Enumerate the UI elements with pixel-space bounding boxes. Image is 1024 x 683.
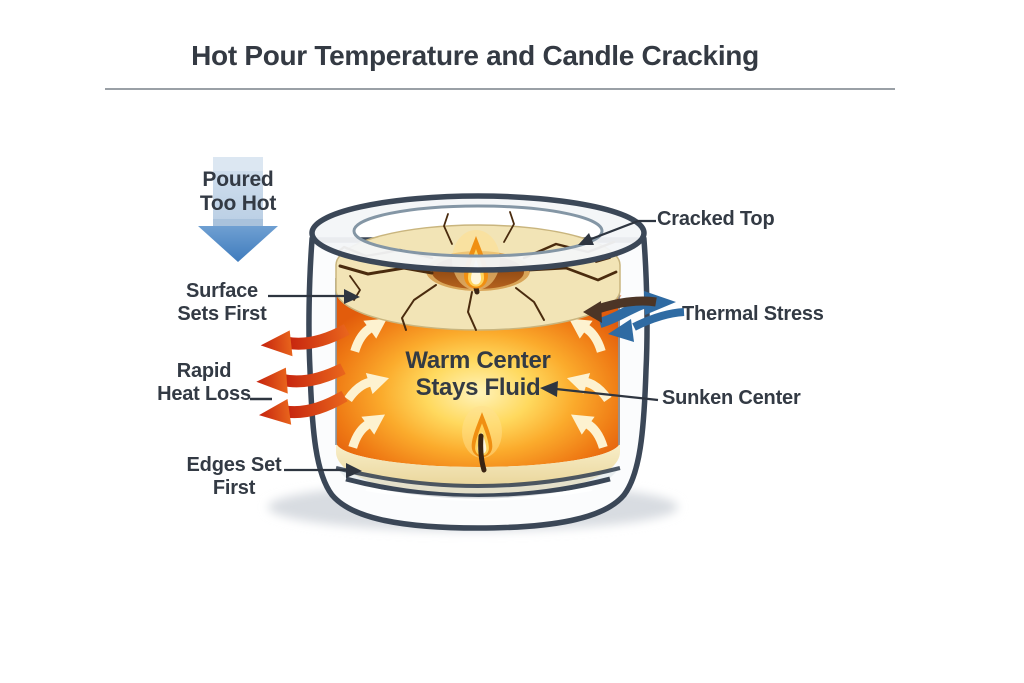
label-surface-line2: Sets First — [177, 303, 267, 326]
lower-flame-icon — [462, 406, 502, 473]
label-rapid-line1: Rapid — [176, 360, 232, 382]
label-edges-line2: First — [212, 477, 256, 500]
surface-pointer — [268, 289, 360, 304]
label-thermal-stress: Thermal Stress — [682, 303, 824, 325]
label-surface-sets-first: Surface Sets First — [158, 280, 286, 326]
pointer-lines — [250, 219, 659, 478]
label-edges-line1: Edges Set — [186, 454, 282, 476]
sunken-pointer — [540, 381, 659, 402]
label-rapid-line2: Heat Loss — [157, 383, 251, 406]
label-poured-too-hot-line2: Too Hot — [199, 192, 277, 216]
cracked-pointer — [578, 219, 656, 245]
title-divider — [105, 88, 895, 90]
glass-rim — [309, 193, 647, 273]
edges-pointer — [284, 463, 362, 478]
label-rapid-heat-loss: Rapid Heat Loss — [138, 360, 270, 406]
label-surface-line1: Surface — [186, 280, 258, 302]
label-poured-too-hot: Poured Too Hot — [175, 168, 301, 217]
label-cracked-top: Cracked Top — [657, 208, 775, 230]
glass-base — [335, 466, 621, 501]
page-title: Hot Pour Temperature and Candle Cracking — [191, 40, 759, 71]
thermal-stress-arrow-icons — [583, 291, 685, 342]
poured-too-hot-down-arrow-icon — [198, 157, 278, 262]
label-edges-set-first: Edges Set First — [168, 454, 300, 500]
label-sunken-center: Sunken Center — [662, 387, 801, 409]
label-warm-line1: Warm Center — [405, 347, 551, 374]
label-warm-center: Warm Center Stays Fluid — [378, 347, 578, 402]
label-warm-line2: Stays Fluid — [415, 373, 541, 401]
label-poured-too-hot-line1: Poured — [202, 168, 274, 191]
